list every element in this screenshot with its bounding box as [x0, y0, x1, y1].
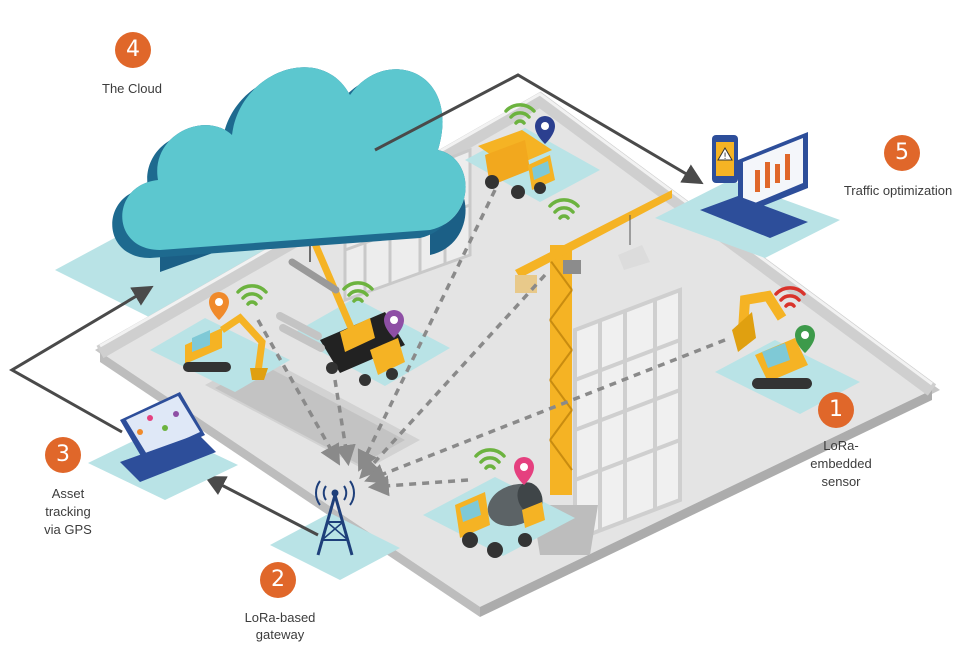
step-5-label-line: Traffic optimization — [843, 183, 953, 198]
step-1-badge: 1 — [818, 392, 854, 428]
step-3-label-line: tracking — [45, 504, 91, 519]
flow-arrows — [9, 73, 704, 537]
step-2-badge: 2 — [260, 562, 296, 598]
step-5-label: Traffic optimization — [828, 182, 968, 200]
cloud-to-traffic-arrow — [374, 73, 704, 185]
step-1-label-line: sensor — [821, 474, 861, 489]
sensor-data-links — [256, 189, 726, 497]
tracking-to-cloud-arrow — [9, 285, 154, 434]
crane-truck-icon — [276, 230, 405, 386]
step-2-label-line: LoRa-based — [244, 610, 316, 625]
laptop-map-icon — [88, 392, 238, 500]
cement-mixer-icon — [455, 482, 545, 558]
location-pin-icon — [209, 116, 815, 485]
step-5-badge: 5 — [884, 135, 920, 171]
step-2-label: LoRa-based gateway — [225, 609, 335, 643]
excavator-icon — [183, 313, 268, 380]
step-4-label-line: The Cloud — [102, 81, 162, 96]
construction-site — [95, 91, 940, 617]
pipe-stack — [276, 312, 325, 352]
cloud-icon — [112, 67, 466, 273]
step-1-label-line: LoRa- — [823, 438, 859, 453]
gateway-tower-icon — [315, 480, 355, 556]
step-1-label-line: embedded — [810, 456, 872, 471]
laptop-dashboard-icon — [655, 132, 840, 258]
step-4-label: The Cloud — [82, 80, 182, 98]
step-3-label: Asset tracking via GPS — [28, 485, 108, 539]
step-3-label-line: Asset — [51, 486, 85, 501]
wifi-signal-icon — [236, 103, 806, 470]
phone-warning-icon: ! — [712, 135, 738, 183]
gateway-pad — [270, 513, 400, 580]
tower-crane-icon — [515, 190, 672, 555]
excavator-icon — [732, 290, 812, 389]
step-1-label: LoRa- embedded sensor — [796, 437, 886, 491]
step-3-label-line: via GPS — [44, 522, 92, 537]
gateway-to-tracking-arrow — [204, 476, 319, 537]
step-2-label-line: gateway — [255, 627, 305, 642]
svg-text:!: ! — [723, 152, 727, 162]
building-frame-right — [573, 287, 682, 543]
step-3-badge: 3 — [45, 437, 81, 473]
step-4-badge: 4 — [115, 32, 151, 68]
dump-truck-icon — [478, 130, 555, 199]
